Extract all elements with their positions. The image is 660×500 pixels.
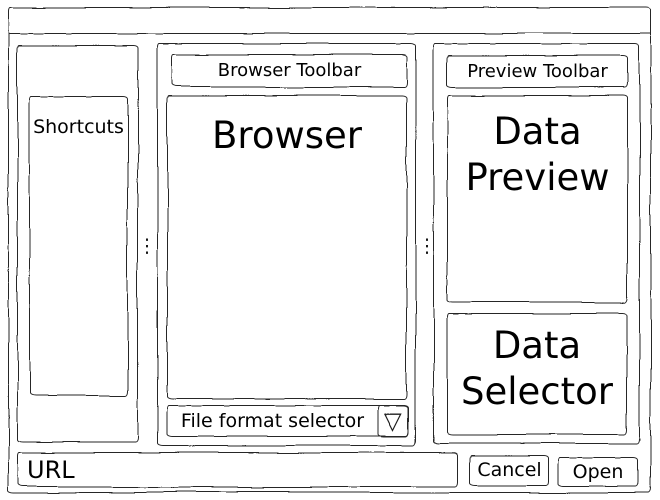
file-format-dropdown-button[interactable]: ▽ xyxy=(378,405,409,437)
splitter-right[interactable]: ⋮ xyxy=(417,218,437,274)
open-button-label: Open xyxy=(572,461,624,483)
browser-toolbar-label: Browser Toolbar xyxy=(217,60,362,81)
shortcuts-label: Shortcuts xyxy=(33,116,124,138)
drag-handle-icon: ⋮ xyxy=(137,234,157,257)
browser-area-label: Browser xyxy=(212,114,362,157)
titlebar-divider xyxy=(9,33,650,35)
data-selector-label: Data Selector xyxy=(461,324,613,414)
file-format-selector[interactable]: File format selector ▽ xyxy=(167,405,409,437)
preview-toolbar[interactable]: Preview Toolbar xyxy=(447,55,628,87)
cancel-button-label: Cancel xyxy=(477,459,542,481)
preview-toolbar-label: Preview Toolbar xyxy=(467,60,608,82)
data-preview-area: Data Preview xyxy=(447,95,628,303)
splitter-left[interactable]: ⋮ xyxy=(137,218,157,274)
browser-area[interactable]: Browser xyxy=(167,95,407,399)
data-preview-label: Data Preview xyxy=(465,110,610,200)
data-selector-area[interactable]: Data Selector xyxy=(447,313,627,435)
titlebar[interactable] xyxy=(9,8,650,34)
browser-toolbar[interactable]: Browser Toolbar xyxy=(171,54,408,87)
shortcuts-list[interactable]: Shortcuts xyxy=(29,96,128,396)
url-input[interactable]: URL xyxy=(17,452,458,487)
drag-handle-icon: ⋮ xyxy=(417,234,437,257)
url-input-value: URL xyxy=(27,455,75,484)
dropdown-arrow-icon: ▽ xyxy=(384,407,403,435)
open-button[interactable]: Open xyxy=(558,457,638,487)
file-format-selector-label: File format selector xyxy=(180,410,365,432)
cancel-button[interactable]: Cancel xyxy=(470,455,549,485)
